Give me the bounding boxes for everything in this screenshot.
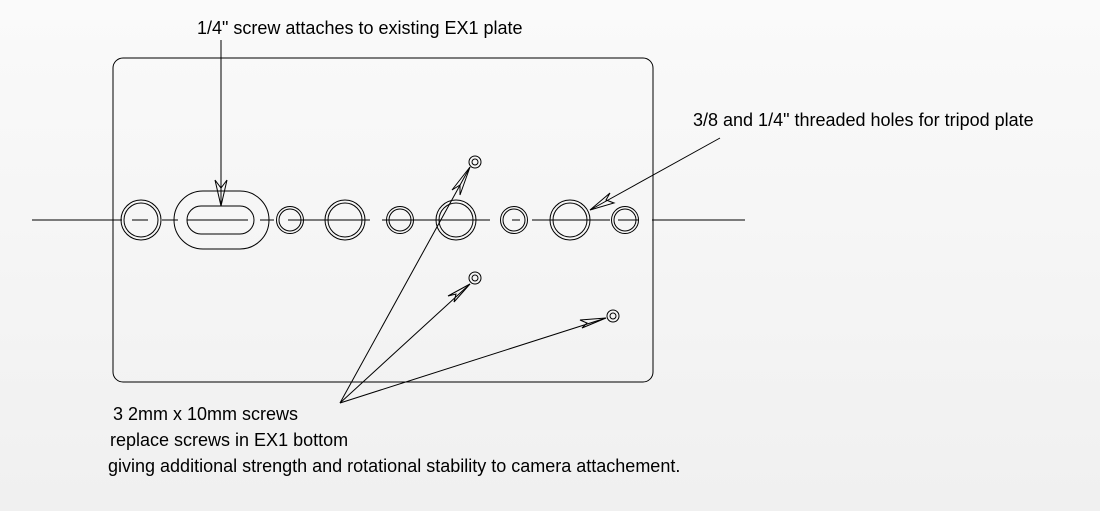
annotation-replace: replace screws in EX1 bottom (110, 430, 348, 450)
annotation-screws: 3 2mm x 10mm screws (113, 404, 298, 424)
hole-small-1 (276, 206, 304, 234)
annotation-top: 1/4" screw attaches to existing EX1 plat… (197, 18, 523, 38)
hole-small-3 (500, 206, 528, 234)
screw-hole-2 (468, 271, 482, 285)
screw-hole-1 (468, 155, 482, 169)
hole-large-2 (324, 199, 366, 241)
annotation-right: 3/8 and 1/4" threaded holes for tripod p… (693, 110, 1034, 130)
hole-large-4 (549, 199, 591, 241)
leader-right (589, 137, 721, 211)
hole-large-3 (435, 199, 477, 241)
leader-screws (339, 166, 607, 404)
hole-small-4 (611, 206, 639, 234)
screw-hole-3 (606, 309, 620, 323)
hole-small-2 (386, 206, 414, 234)
hole-large-1 (120, 199, 162, 241)
leader-top (214, 40, 228, 207)
annotation-strength: giving additional strength and rotationa… (108, 456, 680, 476)
